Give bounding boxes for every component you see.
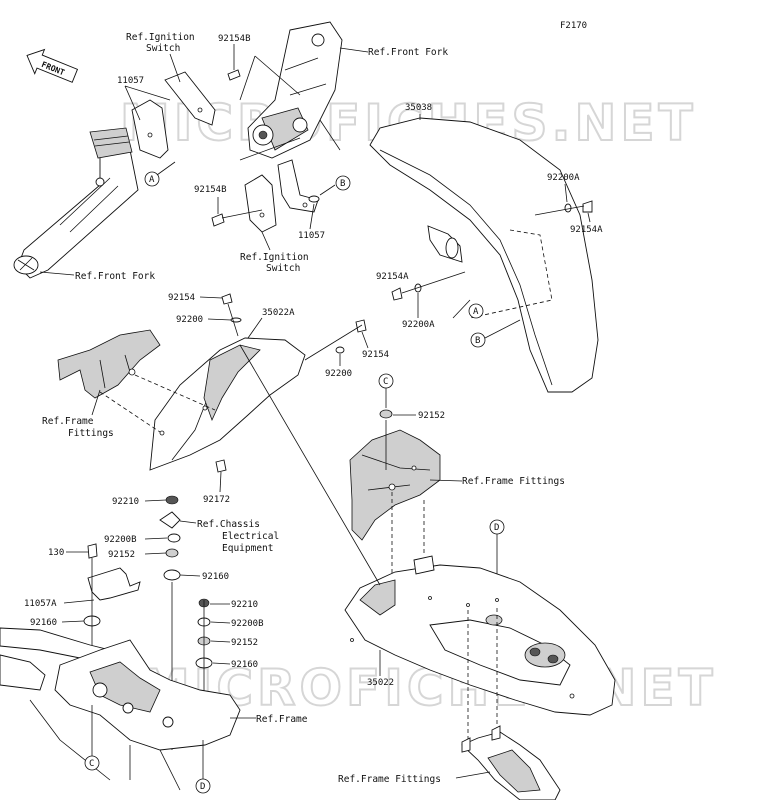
ref-ignition-switch-top-1: Ref.Ignition [126,32,195,43]
label-92154-left: 92154 [168,293,195,303]
ref-front-fork-left: Ref.Front Fork [75,271,155,282]
ref-chassis-electrical-3: Equipment [222,543,273,554]
label-130: 130 [48,548,64,558]
label-92200B-a: 92200B [104,535,137,545]
svg-text:C: C [383,377,388,387]
ignition-bracket-mid [211,159,320,233]
svg-text:A: A [149,175,155,185]
label-35038: 35038 [405,103,432,113]
ref-ignition-switch-mid-1: Ref.Ignition [240,252,309,263]
washer-92152-a [165,548,179,558]
ref-ignition-switch-top-2: Switch [146,43,180,54]
label-35022A: 35022A [262,308,295,318]
label-92200B-b: 92200B [231,619,264,629]
label-92154A-right: 92154A [570,225,603,235]
front-fender-35038-drawing [369,117,599,393]
label-92172: 92172 [203,495,230,505]
label-11057-mid: 11057 [298,231,325,241]
washer-92200B-a [167,533,181,543]
callout-b-mid [470,332,486,348]
washer-92200-right [335,346,345,354]
ref-frame-fittings-left-1: Ref.Frame [42,416,94,427]
label-92200A-mid: 92200A [402,320,435,330]
rear-fender-35022-drawing [344,555,616,716]
ref-frame-fittings-bottom: Ref.Frame Fittings [338,774,441,785]
bracket-11057A [87,567,141,601]
label-92210-a: 92210 [112,497,139,507]
label-92200-right: 92200 [325,369,352,379]
frame-drawing [0,627,241,791]
frame-fittings-mid-drawing [349,429,441,541]
svg-text:B: B [475,336,480,346]
ref-frame: Ref.Frame [256,714,308,725]
label-92160-c: 92160 [231,660,258,670]
ref-ignition-switch-mid-2: Switch [266,263,300,274]
fender-35022A-drawing [149,337,306,471]
front-fork-left-drawing [13,127,139,279]
svg-text:A: A [473,307,479,317]
svg-text:D: D [494,523,499,533]
callout-b-top [335,175,351,191]
label-92152-b: 92152 [231,638,258,648]
svg-text:B: B [340,179,345,189]
label-92154-right: 92154 [362,350,389,360]
bolt-92154A-mid [391,287,403,301]
svg-text:D: D [200,782,205,792]
label-92152-top: 92152 [418,411,445,421]
label-92210-b: 92210 [231,600,258,610]
bolt-92154-left [221,293,233,305]
svg-text:C: C [89,759,94,769]
washer-92200A-right [564,203,572,213]
figure-code: F2170 [560,21,587,31]
callout-c-bottom [84,755,100,771]
bolt-92172 [215,459,227,473]
bolt-92154A-right [582,200,593,213]
label-92152-a: 92152 [108,550,135,560]
ref-chassis-electrical-1: Ref.Chassis [197,519,260,530]
label-92154B-top: 92154B [218,34,251,44]
ref-frame-fittings-mid: Ref.Frame Fittings [462,476,565,487]
callout-d-bottom [195,778,211,794]
label-11057-top: 11057 [117,76,144,86]
ignition-bracket-top [131,69,241,159]
leader-fork-left [39,271,75,276]
clip-chassis [159,511,181,529]
collar-92152-top [379,409,393,419]
label-92200-left: 92200 [176,315,203,325]
ref-frame-fittings-left-2: Fittings [68,428,114,439]
callout-a-mid [468,303,484,319]
callout-a-top [144,171,160,187]
label-92200A-right: 92200A [547,173,580,183]
ref-front-fork-top: Ref.Front Fork [368,47,448,58]
label-92160-a: 92160 [202,572,229,582]
label-11057A: 11057A [24,599,57,609]
grommet-92160-a [163,569,181,581]
bolt-130 [87,543,98,559]
label-92154A-mid: 92154A [376,272,409,282]
label-92160-b: 92160 [30,618,57,628]
ref-chassis-electrical-2: Electrical [222,531,279,542]
frame-fittings-left-drawing [57,329,161,399]
label-35022: 35022 [367,678,394,688]
nut-92210-a [165,495,179,505]
front-direction-badge: FRONT [26,48,79,83]
frame-fittings-bottom-drawing [461,725,561,801]
fork-top-bracket-drawing [247,21,343,159]
label-92154B-mid: 92154B [194,185,227,195]
